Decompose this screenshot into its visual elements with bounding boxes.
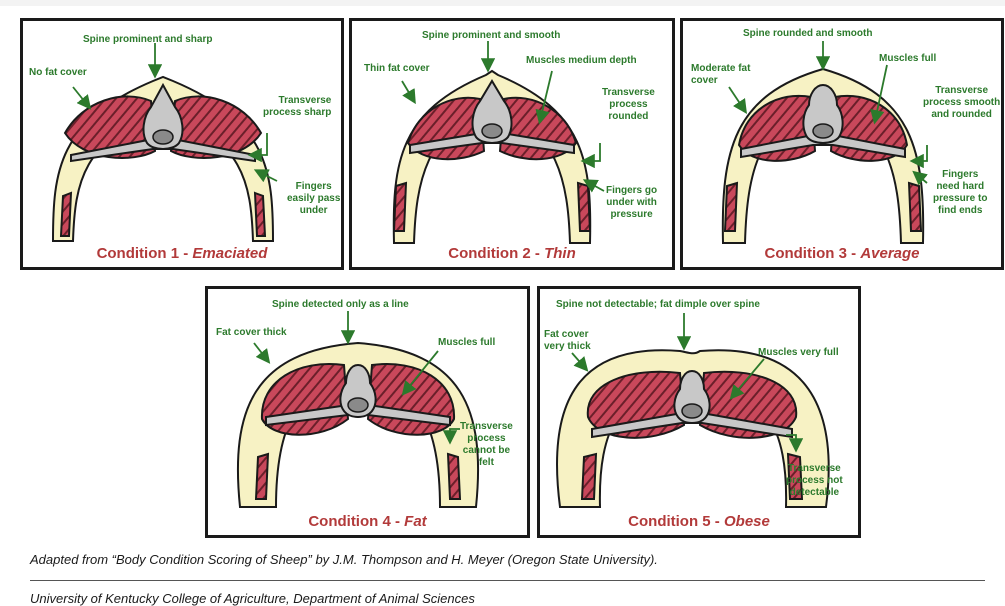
footer-divider	[30, 580, 985, 581]
spine-label: Spine prominent and smooth	[422, 30, 560, 42]
condition-4-panel: Spine detected only as a line Fat cover …	[205, 286, 530, 538]
fat-arrow	[73, 87, 89, 107]
fat-arrow	[402, 81, 414, 101]
rib-right	[255, 193, 265, 236]
rib-right	[909, 183, 921, 231]
condition-4-caption: Condition 4 - Fat	[208, 513, 527, 530]
condition-4-diagram	[208, 289, 527, 535]
condition-5-panel: Spine not detectable; fat dimple over sp…	[537, 286, 861, 538]
fat-label: No fat cover	[29, 67, 87, 79]
rib-left	[61, 193, 71, 236]
condition-1-caption: Condition 1 - Emaciated	[23, 245, 341, 262]
attribution-note: Adapted from “Body Condition Scoring of …	[30, 552, 658, 567]
caption-prefix: Condition 5 -	[628, 513, 724, 530]
transverse-label: Transverse process sharp	[263, 95, 331, 119]
fat-label: Thin fat cover	[364, 63, 430, 75]
rib-right	[448, 454, 460, 499]
spine-label: Spine detected only as a line	[272, 299, 409, 311]
fat-arrow	[729, 87, 745, 111]
transverse-label: Transverse process rounded	[602, 87, 655, 123]
condition-3-diagram	[683, 21, 1001, 267]
transverse-label: Transverse process cannot be felt	[460, 421, 513, 469]
muscles-label: Muscles medium depth	[526, 55, 637, 67]
muscles-label: Muscles very full	[758, 347, 839, 359]
condition-2-caption: Condition 2 - Thin	[352, 245, 672, 262]
rib-left	[256, 454, 268, 499]
caption-prefix: Condition 1 -	[97, 245, 193, 262]
fingers-label: Fingers easily pass under	[287, 181, 340, 217]
spinal-marrow	[348, 398, 368, 412]
condition-3-caption: Condition 3 - Average	[683, 245, 1001, 262]
transverse-label: Transverse process not detectable	[786, 463, 843, 499]
caption-prefix: Condition 3 -	[764, 245, 860, 262]
rib-left	[582, 454, 596, 499]
caption-prefix: Condition 4 -	[308, 513, 404, 530]
spinal-marrow	[682, 404, 702, 418]
condition-3-panel: Spine rounded and smooth Moderate fat co…	[680, 18, 1004, 270]
fat-arrow	[572, 353, 586, 369]
rib-right	[578, 183, 590, 231]
rib-left	[394, 183, 406, 231]
fingers-label: Fingers go under with pressure	[606, 185, 657, 221]
top-strip	[0, 0, 1005, 6]
transverse-label: Transverse process smooth and rounded	[923, 85, 1000, 121]
caption-prefix: Condition 2 -	[448, 245, 544, 262]
spinal-marrow	[153, 130, 173, 144]
fat-label: Fat cover thick	[216, 327, 287, 339]
fat-label: Fat cover very thick	[544, 329, 591, 353]
condition-1-diagram	[23, 21, 341, 267]
spine-label: Spine not detectable; fat dimple over sp…	[556, 299, 760, 311]
rib-left	[725, 183, 737, 231]
spine-label: Spine rounded and smooth	[743, 28, 872, 40]
caption-term: Average	[860, 245, 919, 262]
muscles-label: Muscles full	[879, 53, 936, 65]
condition-2-panel: Spine prominent and smooth Thin fat cove…	[349, 18, 675, 270]
spinal-marrow	[482, 124, 502, 138]
caption-term: Fat	[404, 513, 427, 530]
caption-term: Emaciated	[192, 245, 267, 262]
fat-arrow	[254, 343, 268, 361]
caption-term: Obese	[724, 513, 770, 530]
condition-1-panel: Spine prominent and sharp No fat cover T…	[20, 18, 344, 270]
caption-term: Thin	[544, 245, 576, 262]
fat-label: Moderate fat cover	[691, 63, 750, 87]
condition-5-caption: Condition 5 - Obese	[540, 513, 858, 530]
spinal-marrow	[813, 124, 833, 138]
fingers-label: Fingers need hard pressure to find ends	[933, 169, 987, 217]
transverse-arrow	[584, 143, 600, 161]
muscles-label: Muscles full	[438, 337, 495, 349]
spine-label: Spine prominent and sharp	[83, 34, 212, 46]
